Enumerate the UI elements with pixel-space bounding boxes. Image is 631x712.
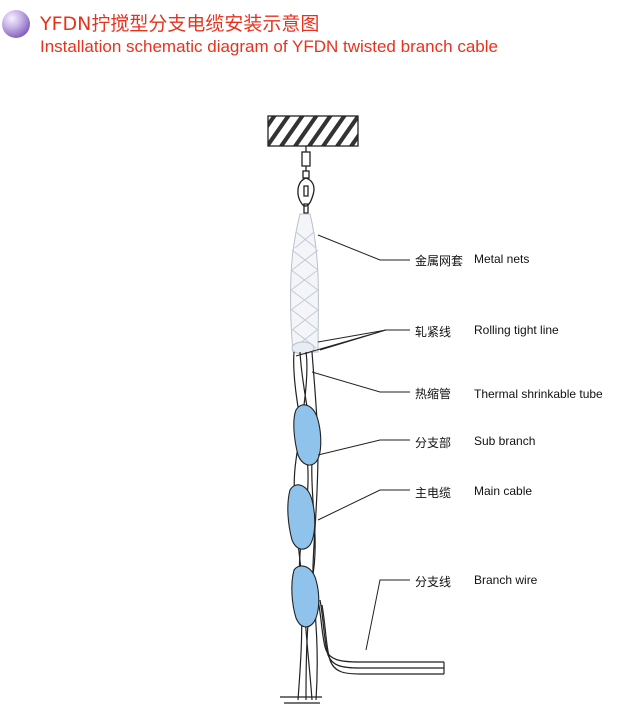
label-main-cable-en: Main cable bbox=[474, 484, 533, 498]
label-rolling-tight-line-cn: 轧紧线 bbox=[415, 325, 452, 339]
label-metal-nets-cn: 金属网套 bbox=[415, 254, 464, 268]
sub-branch-connectors bbox=[287, 404, 322, 628]
title-english: Installation schematic diagram of YFDN t… bbox=[40, 37, 498, 56]
bullet-icon bbox=[2, 10, 30, 38]
branch-wire-conductors bbox=[317, 599, 445, 675]
label-branch-wire-en: Branch wire bbox=[474, 573, 538, 587]
leader-lines bbox=[295, 234, 410, 651]
label-thermal-shrinkable-tube-en: Thermal shrinkable tube bbox=[474, 387, 603, 401]
label-sub-branch-en: Sub branch bbox=[474, 434, 536, 448]
label-metal-nets-en: Metal nets bbox=[474, 252, 530, 266]
hanger-chain bbox=[297, 146, 315, 214]
label-rolling-tight-line-en: Rolling tight line bbox=[474, 323, 559, 337]
label-thermal-shrinkable-tube-cn: 热缩管 bbox=[415, 387, 452, 401]
metal-net-sleeve bbox=[290, 213, 319, 355]
label-sub-branch-cn: 分支部 bbox=[415, 436, 452, 450]
label-branch-wire-cn: 分支线 bbox=[415, 575, 452, 589]
label-main-cable-cn: 主电缆 bbox=[415, 486, 452, 500]
title-chinese: YFDN拧搅型分支电缆安装示意图 bbox=[40, 13, 320, 35]
ceiling-beam bbox=[267, 115, 359, 147]
